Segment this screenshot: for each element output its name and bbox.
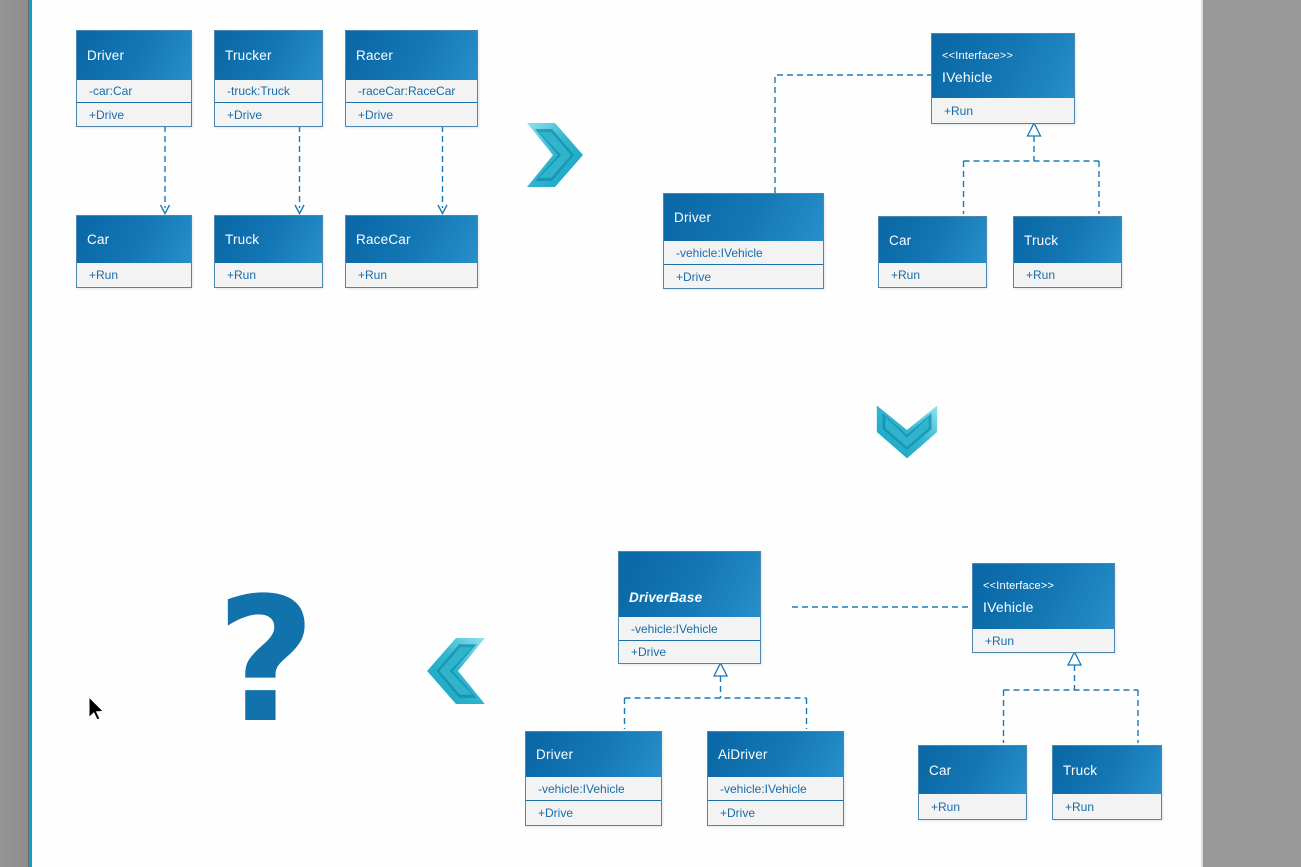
class-box-racecar: RaceCar +Run bbox=[345, 215, 478, 288]
realization-tree-ivehicle-bottom bbox=[1002, 650, 1139, 743]
class-method: +Drive bbox=[664, 265, 823, 288]
class-attribute: -vehicle:IVehicle bbox=[664, 241, 823, 265]
class-method: +Drive bbox=[215, 103, 322, 126]
interface-title: IVehicle bbox=[983, 599, 1034, 615]
class-title: Driver bbox=[664, 194, 823, 241]
class-method: +Run bbox=[879, 263, 986, 287]
interface-box-ivehicle-bottom: <<Interface>> IVehicle +Run bbox=[972, 563, 1115, 653]
interface-header: <<Interface>> IVehicle bbox=[932, 34, 1074, 98]
right-page-margin bbox=[1201, 0, 1301, 867]
class-title: RaceCar bbox=[346, 216, 477, 263]
class-title: Driver bbox=[526, 732, 661, 777]
class-method: +Run bbox=[346, 263, 477, 287]
class-box-truck-2: Truck +Run bbox=[1013, 216, 1122, 288]
class-box-truck-1: Truck +Run bbox=[214, 215, 323, 288]
class-method: +Drive bbox=[346, 103, 477, 126]
dependency-arrow-racer-racecar bbox=[437, 126, 448, 215]
class-method: +Run bbox=[1014, 263, 1121, 287]
class-attribute: -vehicle:IVehicle bbox=[708, 777, 843, 801]
class-title: Truck bbox=[215, 216, 322, 263]
chevron-down-icon bbox=[874, 398, 940, 464]
left-page-margin bbox=[0, 0, 29, 867]
diagram-canvas: Driver -car:Car +Drive Trucker -truck:Tr… bbox=[32, 0, 1199, 867]
class-attribute: -vehicle:IVehicle bbox=[619, 617, 760, 641]
class-method: +Run bbox=[919, 794, 1026, 819]
class-method: +Run bbox=[1053, 794, 1161, 819]
dependency-arrow-driver-car bbox=[159, 126, 171, 215]
interface-header: <<Interface>> IVehicle bbox=[973, 564, 1114, 629]
class-title: Racer bbox=[346, 31, 477, 80]
class-box-driver-with-ivehicle: Driver -vehicle:IVehicle +Drive bbox=[663, 193, 824, 289]
mouse-cursor-icon bbox=[88, 695, 105, 726]
class-method: +Drive bbox=[708, 801, 843, 825]
class-method: +Run bbox=[215, 263, 322, 287]
class-title: Trucker bbox=[215, 31, 322, 80]
class-title: Truck bbox=[1014, 217, 1121, 263]
class-box-car-1: Car +Run bbox=[76, 215, 192, 288]
abstract-class-title: DriverBase bbox=[619, 552, 760, 617]
chevron-left-icon bbox=[424, 633, 490, 709]
class-attribute: -raceCar:RaceCar bbox=[346, 80, 477, 103]
class-method: +Drive bbox=[526, 801, 661, 825]
class-box-aidriver: AiDriver -vehicle:IVehicle +Drive bbox=[707, 731, 844, 826]
class-method: +Drive bbox=[77, 103, 191, 126]
class-box-truck-3: Truck +Run bbox=[1052, 745, 1162, 820]
realization-tree-ivehicle-top bbox=[962, 121, 1100, 214]
class-box-car-2: Car +Run bbox=[878, 216, 987, 288]
generalization-tree-driverbase bbox=[623, 661, 808, 729]
interface-box-ivehicle-top: <<Interface>> IVehicle +Run bbox=[931, 33, 1075, 124]
class-title: AiDriver bbox=[708, 732, 843, 777]
class-method: +Run bbox=[77, 263, 191, 287]
interface-stereotype: <<Interface>> bbox=[942, 49, 1014, 62]
class-box-driver-with-car: Driver -car:Car +Drive bbox=[76, 30, 192, 127]
interface-title: IVehicle bbox=[942, 68, 993, 85]
class-box-car-3: Car +Run bbox=[918, 745, 1027, 820]
class-method: +Run bbox=[932, 98, 1074, 123]
left-accent-line bbox=[29, 0, 32, 867]
chevron-right-icon bbox=[522, 120, 586, 190]
class-title: Truck bbox=[1053, 746, 1161, 794]
dependency-arrow-driverbase-ivehicle bbox=[792, 601, 1004, 613]
class-box-driverbase: DriverBase -vehicle:IVehicle +Drive bbox=[618, 551, 761, 664]
question-mark-symbol: ? bbox=[216, 560, 316, 761]
class-title: Car bbox=[77, 216, 191, 263]
class-method: +Drive bbox=[619, 641, 760, 663]
dependency-arrow-trucker-truck bbox=[294, 126, 305, 215]
class-attribute: -truck:Truck bbox=[215, 80, 322, 103]
class-box-racer: Racer -raceCar:RaceCar +Drive bbox=[345, 30, 478, 127]
class-method: +Run bbox=[973, 629, 1114, 652]
class-box-trucker: Trucker -truck:Truck +Drive bbox=[214, 30, 323, 127]
class-attribute: -vehicle:IVehicle bbox=[526, 777, 661, 801]
class-box-driver-subclass: Driver -vehicle:IVehicle +Drive bbox=[525, 731, 662, 826]
class-title: Car bbox=[919, 746, 1026, 794]
class-title: Driver bbox=[77, 31, 191, 80]
class-title: Car bbox=[879, 217, 986, 263]
class-attribute: -car:Car bbox=[77, 80, 191, 103]
interface-stereotype: <<Interface>> bbox=[983, 580, 1055, 592]
